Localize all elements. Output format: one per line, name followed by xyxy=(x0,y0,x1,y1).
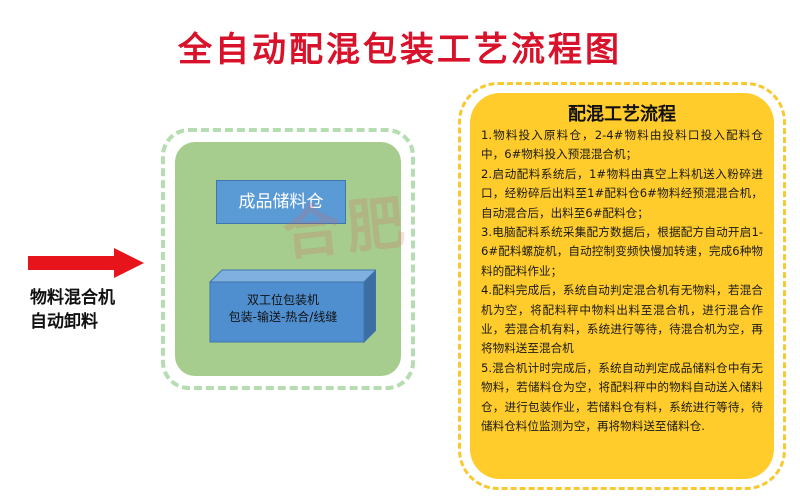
dual-station-packer-box: 双工位包装机 包装-输送-热合/线缝 xyxy=(206,266,376,344)
process-title: 配混工艺流程 xyxy=(568,104,676,125)
process-step-2: 2.启动配料系统后，1#物料由真空上料机送入粉碎进口，经粉碎后出料至1#配料仓6… xyxy=(481,166,763,220)
process-panel xyxy=(470,93,774,479)
packer-3d-block-icon xyxy=(208,269,376,344)
process-step-3: 3.电脑配料系统采集配方数据后，根据配方自动开启1-6#配料螺旋机，自动控制变频… xyxy=(481,225,763,278)
process-step-1: 1.物料投入原料仓，2-4#物料由投料口投入配料仓中，6#物料投入预混混合机； xyxy=(481,128,763,162)
process-step-4: 4.配料完成后，系统自动判定混合机有无物料，若混合机为空，将配料秤中物料出料至混… xyxy=(481,283,763,356)
input-arrow-icon xyxy=(28,248,144,278)
process-steps: 1.物料投入原料仓，2-4#物料由投料口投入配料仓中，6#物料投入预混混合机； … xyxy=(481,126,763,437)
process-step-5: 5.混合机计时完成后，系统自动判定成品储料仓中有无物料，若储料仓为空，将配料秤中… xyxy=(481,360,763,434)
process-frame xyxy=(458,82,786,490)
mixer-label-line2: 自动卸料 xyxy=(30,312,98,332)
mixer-discharge-label: 物料混合机 自动卸料 xyxy=(30,286,170,334)
packer-label-line2: 包装-输送-热合/线缝 xyxy=(228,310,338,324)
finished-product-silo-box: 成品储料仓 xyxy=(216,180,346,224)
packer-label: 双工位包装机 包装-输送-热合/线缝 xyxy=(208,292,358,326)
packaging-area-frame xyxy=(161,128,415,390)
page-title: 全自动配混包装工艺流程图 xyxy=(178,30,622,70)
packer-label-line1: 双工位包装机 xyxy=(246,293,319,307)
mixer-label-line1: 物料混合机 xyxy=(30,288,115,308)
